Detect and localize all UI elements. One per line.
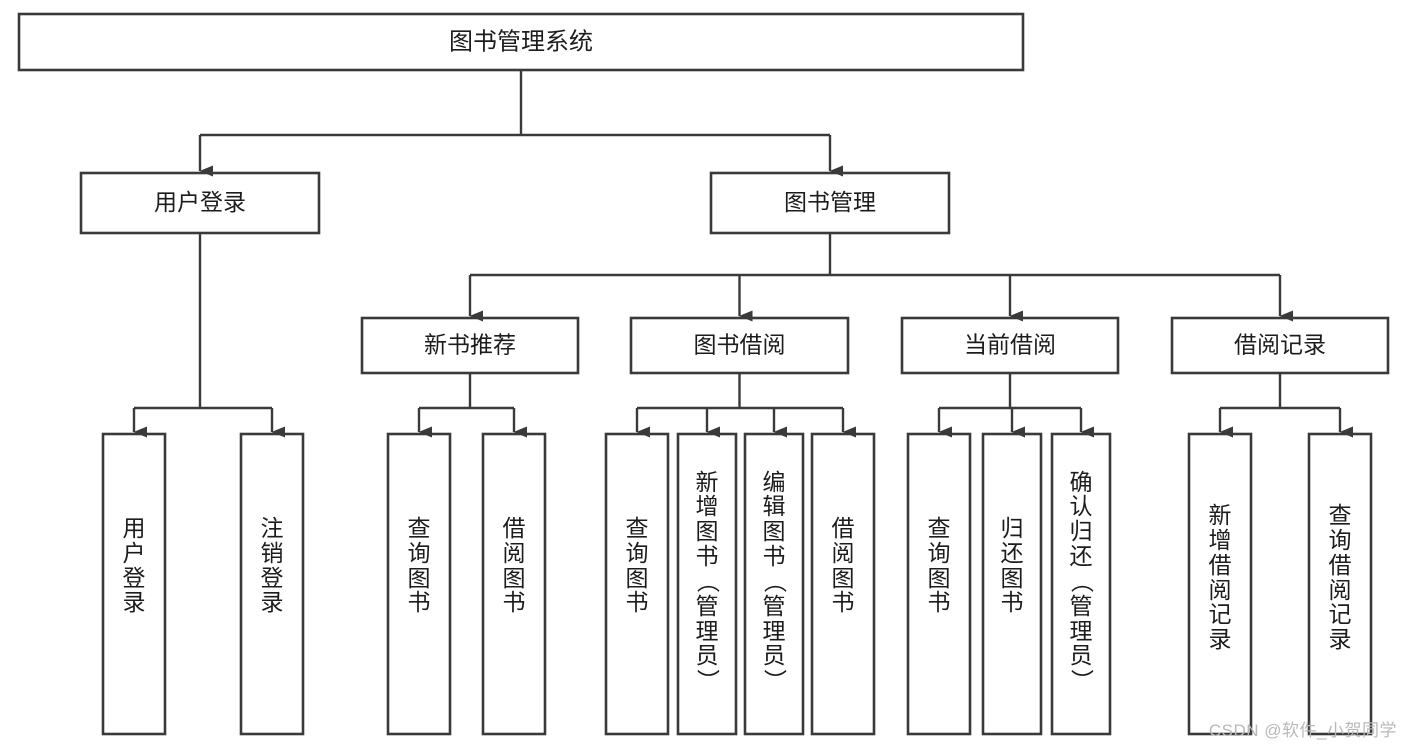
node-box-current-borrow[interactable] <box>900 316 1120 375</box>
node-box-leaf-query-record[interactable] <box>1307 432 1373 736</box>
node-box-new-book-rec[interactable] <box>360 316 580 375</box>
edges-layer <box>132 70 1353 438</box>
boxes-layer <box>17 12 1390 736</box>
node-label-book-manage: 图书管理 <box>784 189 876 215</box>
node-box-leaf-logout[interactable] <box>239 432 305 736</box>
node-box-leaf-confirm-return[interactable] <box>1050 432 1112 736</box>
node-box-leaf-query-book-3[interactable] <box>906 432 972 736</box>
node-box-user-login[interactable] <box>79 171 321 235</box>
node-label-root: 图书管理系统 <box>449 28 593 55</box>
node-label-user-login: 用户登录 <box>154 189 246 215</box>
node-box-leaf-query-book-1[interactable] <box>386 432 452 736</box>
node-box-leaf-add-book[interactable] <box>676 432 738 736</box>
node-box-leaf-borrow-book-1[interactable] <box>481 432 547 736</box>
node-box-leaf-query-book-2[interactable] <box>604 432 670 736</box>
node-box-leaf-return-book[interactable] <box>981 432 1043 736</box>
node-box-leaf-borrow-book-2[interactable] <box>810 432 876 736</box>
node-box-leaf-add-record[interactable] <box>1187 432 1253 736</box>
node-box-leaf-user-login[interactable] <box>101 432 167 736</box>
node-label-book-borrow: 图书借阅 <box>694 332 786 358</box>
node-box-root[interactable] <box>17 12 1025 72</box>
node-label-new-book-rec: 新书推荐 <box>424 332 516 358</box>
node-label-borrow-record: 借阅记录 <box>1234 332 1326 358</box>
node-box-leaf-edit-book[interactable] <box>743 432 805 736</box>
watermark-text: CSDN @软件_小贺同学 <box>1208 721 1397 740</box>
node-label-current-borrow: 当前借阅 <box>964 332 1056 358</box>
